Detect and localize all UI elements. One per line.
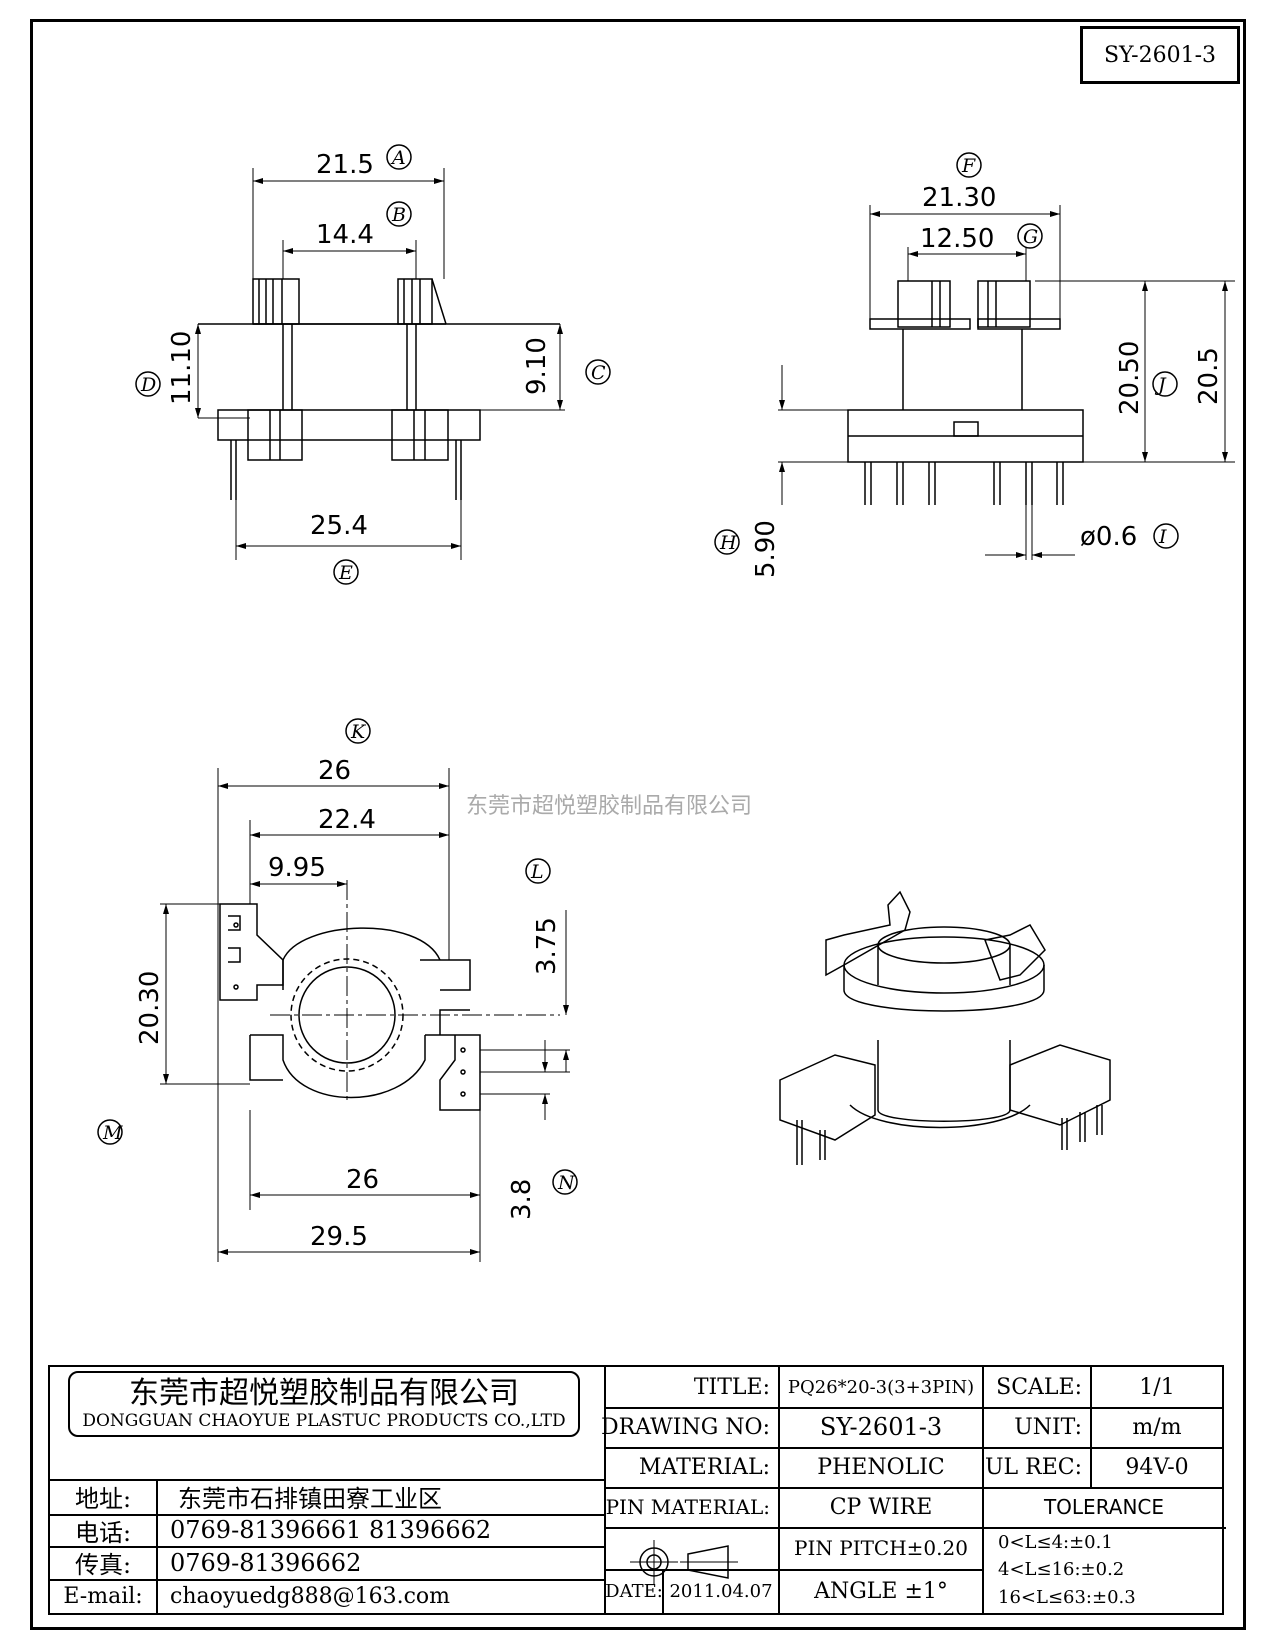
title-value: PQ26*20-3(3+3PIN) [787, 1376, 975, 1398]
dim-g-text: 12.50 [920, 224, 994, 254]
drawing-no-label: DRAWING NO: [600, 1414, 770, 1440]
tolerance-row-1: 0<L≤4:±0.1 [998, 1532, 1113, 1553]
label-k: K [350, 721, 367, 743]
dim-j2-text: 20.5 [1194, 347, 1224, 405]
label-c: C [591, 362, 606, 384]
label-m: M [102, 1122, 123, 1144]
angle-value: ANGLE ±1° [814, 1578, 948, 1604]
dim-i-text: ø0.6 [1080, 522, 1137, 552]
date-label: DATE: [605, 1580, 663, 1602]
dim-b-text: 14.4 [316, 220, 374, 250]
tolerance-row-2: 4<L≤16:±0.2 [998, 1559, 1125, 1580]
label-g: G [1023, 226, 1038, 248]
tolerance-label: TOLERANCE [1043, 1495, 1165, 1519]
dim-l-text: 3.75 [532, 917, 562, 975]
dim-295-text: 29.5 [310, 1222, 368, 1252]
label-d: D [140, 374, 156, 396]
label-f: F [961, 155, 976, 177]
dim-2030-text: 20.30 [135, 971, 165, 1045]
scale-label: SCALE: [996, 1374, 1082, 1400]
watermark-text: 东莞市超悦塑胶制品有限公司 [466, 794, 753, 819]
company-name-en: DONGGUAN CHAOYUE PLASTUC PRODUCTS CO.,LT… [82, 1411, 566, 1431]
pin-material-label: PIN MATERIAL: [605, 1495, 770, 1519]
email-value: chaoyuedg888@163.com [170, 1583, 451, 1609]
label-e: E [338, 562, 353, 584]
company-name-cn: 东莞市超悦塑胶制品有限公司 [129, 1376, 519, 1411]
top-view [97, 718, 578, 1262]
dim-d-text: 11.10 [167, 331, 197, 405]
phone-value: 0769-81396661 81396662 [170, 1516, 492, 1544]
address-label: 地址: [74, 1485, 132, 1513]
phone-label: 电话: [74, 1518, 132, 1547]
scale-value: 1/1 [1139, 1374, 1175, 1400]
pin-material-value: CP WIRE [829, 1494, 933, 1520]
front-view [135, 144, 611, 585]
label-a: A [390, 147, 406, 169]
company-name-box: 东莞市超悦塑胶制品有限公司 DONGGUAN CHAOYUE PLASTUC P… [68, 1371, 580, 1437]
label-b: B [391, 204, 406, 226]
address-value: 东莞市石排镇田寮工业区 [178, 1485, 442, 1513]
material-value: PHENOLIC [817, 1454, 945, 1480]
label-i: I [1158, 526, 1167, 548]
ul-rec-label: UL REC: [984, 1454, 1082, 1480]
projection-symbol [630, 1540, 738, 1584]
dim-995-text: 9.95 [268, 853, 326, 883]
dim-h-text: 5.90 [751, 520, 781, 578]
isometric-view [779, 890, 1111, 1165]
side-view [714, 152, 1235, 560]
email-label: E-mail: [63, 1583, 143, 1609]
dim-c-text: 9.10 [522, 337, 552, 395]
title-block: 东莞市超悦塑胶制品有限公司 DONGGUAN CHAOYUE PLASTUC P… [48, 1365, 1226, 1615]
dim-n-text: 3.8 [507, 1179, 537, 1220]
dim-a-text: 21.5 [316, 150, 374, 180]
dim-f-text: 21.30 [922, 183, 996, 213]
dim-26b-text: 26 [346, 1165, 379, 1195]
ul-rec-value: 94V-0 [1125, 1454, 1189, 1480]
material-label: MATERIAL: [638, 1454, 770, 1480]
date-value: 2011.04.07 [669, 1580, 773, 1602]
unit-value: m/m [1132, 1414, 1182, 1440]
label-j: J [1154, 374, 1167, 396]
label-n: N [557, 1172, 576, 1194]
dim-j-text: 20.50 [1115, 341, 1145, 415]
drawing-frame [30, 19, 1246, 1630]
unit-label: UNIT: [1014, 1414, 1082, 1440]
drawing-no-value: SY-2601-3 [819, 1413, 943, 1441]
tolerance-row-3: 16<L≤63:±0.3 [998, 1586, 1136, 1608]
title-label: TITLE: [693, 1374, 770, 1400]
dim-k-text: 26 [318, 756, 351, 786]
drawing-number-box: SY-2601-3 [1080, 26, 1240, 84]
pin-pitch-value: PIN PITCH±0.20 [794, 1536, 968, 1560]
dim-e-text: 25.4 [310, 511, 368, 541]
label-h: H [719, 532, 737, 554]
fax-value: 0769-81396662 [170, 1548, 362, 1577]
label-l: L [530, 861, 544, 883]
fax-label: 传真: [74, 1551, 132, 1579]
dim-224-text: 22.4 [318, 805, 376, 835]
